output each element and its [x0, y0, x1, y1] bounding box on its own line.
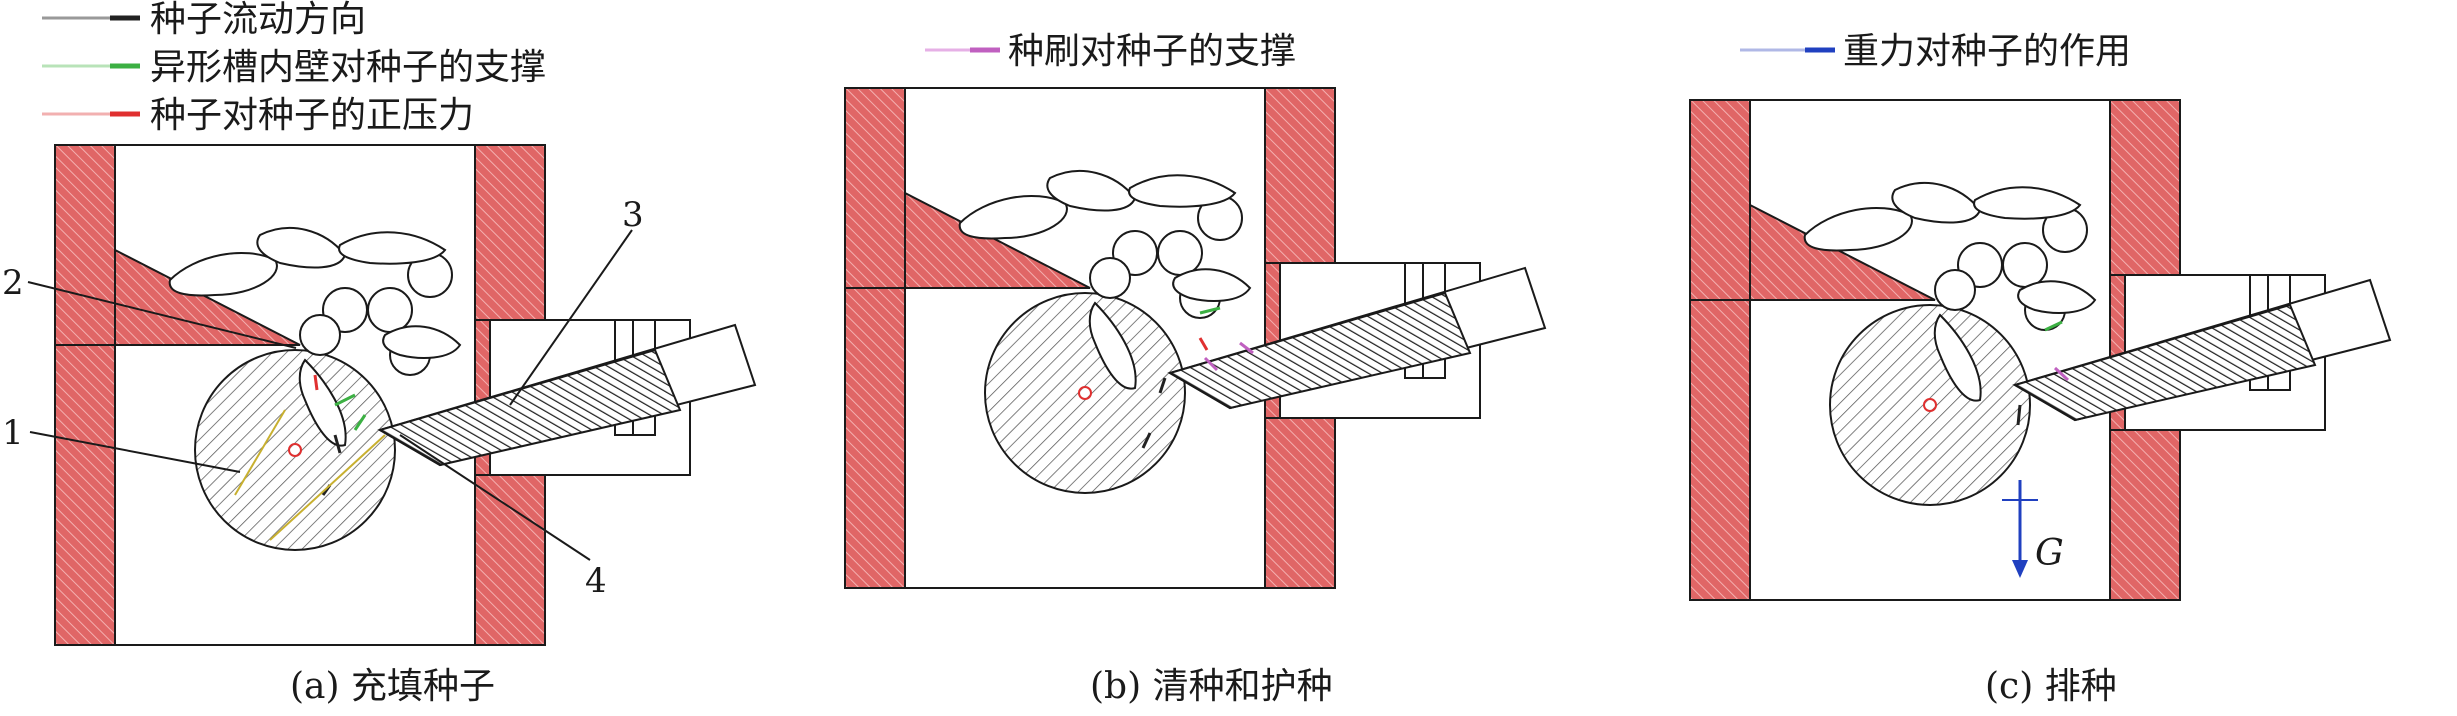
caption-c: (c) 排种: [1985, 666, 2117, 707]
brush-support-arrow: [2053, 366, 2070, 382]
legend-a-item-flow: 种子流动方向: [42, 0, 366, 40]
caption-a: (a) 充填种子: [290, 666, 495, 707]
panel-c: [1689, 99, 2391, 601]
seed-path-line: [269, 434, 386, 541]
flow-arrow: [333, 434, 342, 454]
callout-2: 2: [2, 263, 24, 303]
legend-a-label-flow: 种子流动方向: [150, 0, 366, 40]
legend-a-item-pressure: 种子对种子的正压力: [42, 95, 474, 136]
gravity-label: G: [2035, 533, 2064, 574]
legend-b-label: 种刷对种子的支撑: [1008, 31, 1296, 72]
seed-path-line: [234, 409, 286, 496]
gravity-arrowhead: [2012, 560, 2028, 578]
legend-b: 种刷对种子的支撑: [925, 31, 1296, 72]
legend-c: 重力对种子的作用: [1740, 31, 2131, 72]
panel-b: [844, 87, 1546, 589]
support-force-arrow: [2044, 320, 2063, 332]
legend-a-item-support: 异形槽内壁对种子的支撑: [42, 47, 546, 88]
brush-support-arrow: [1203, 356, 1219, 372]
callouts: 1 2 3 4: [2, 195, 644, 601]
caption-b: (b) 清种和护种: [1090, 666, 1333, 707]
normal-force-arrow: [313, 374, 319, 391]
panel-a: [54, 144, 756, 646]
flow-arrow: [1141, 432, 1152, 449]
callout-3: 3: [622, 195, 644, 235]
support-force-arrow: [353, 414, 367, 431]
legend-a: 种子流动方向 异形槽内壁对种子的支撑 种子对种子的正压力: [42, 0, 546, 136]
callout-1: 1: [2, 413, 24, 453]
support-force-arrow: [334, 393, 356, 407]
flow-arrow: [1158, 377, 1167, 394]
brush-support-arrow: [1239, 341, 1254, 355]
normal-force-arrow: [1198, 337, 1209, 351]
support-force-arrow: [1199, 306, 1221, 315]
legend-a-label-pressure: 种子对种子的正压力: [150, 95, 474, 136]
legend-a-label-support: 异形槽内壁对种子的支撑: [150, 47, 546, 88]
flow-arrow: [2016, 404, 2022, 426]
legend-c-label: 重力对种子的作用: [1843, 31, 2131, 72]
callout-4: 4: [585, 561, 607, 601]
